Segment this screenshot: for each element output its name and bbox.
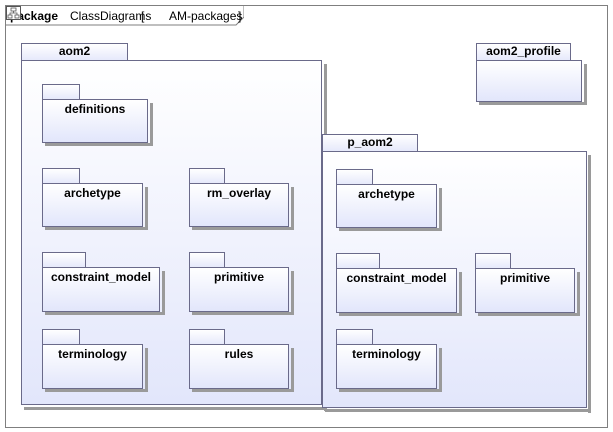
frame-name: ClassDiagrams [70,9,152,23]
package-definitions-label: definitions [64,102,126,116]
frame-keyword: package [10,9,59,23]
frame-header: package ClassDiagrams [ AM-packages ] [6,6,244,26]
frame-header-outline [6,6,244,26]
package-rm-overlay-label: rm_overlay [206,186,272,200]
frame-close-bracket: ] [238,9,242,23]
package-p-aom2-primitive-label: primitive [499,271,550,285]
package-archetype-label: archetype [64,186,121,200]
frame-open-bracket: [ [141,9,145,23]
package-terminology-label: terminology [58,347,127,361]
package-constraint-model-label: constraint_model [50,270,152,284]
package-p-aom2-label: p_aom2 [347,135,393,149]
frame-diagram-name: AM-packages [169,9,243,23]
diagram-frame: package ClassDiagrams [ AM-packages ] [5,5,608,428]
package-primitive-label: primitive [213,270,264,284]
package-p-aom2-archetype-label: archetype [358,187,415,201]
package-p-aom2-constraint-model-label: constraint_model [346,271,447,285]
package-p-aom2-terminology-label: terminology [352,347,421,361]
package-rules-label: rules [224,347,254,361]
class-diagram-icon [6,6,21,20]
package-aom2-label: aom2 [58,44,91,58]
package-aom2-profile-label: aom2_profile [486,44,561,58]
